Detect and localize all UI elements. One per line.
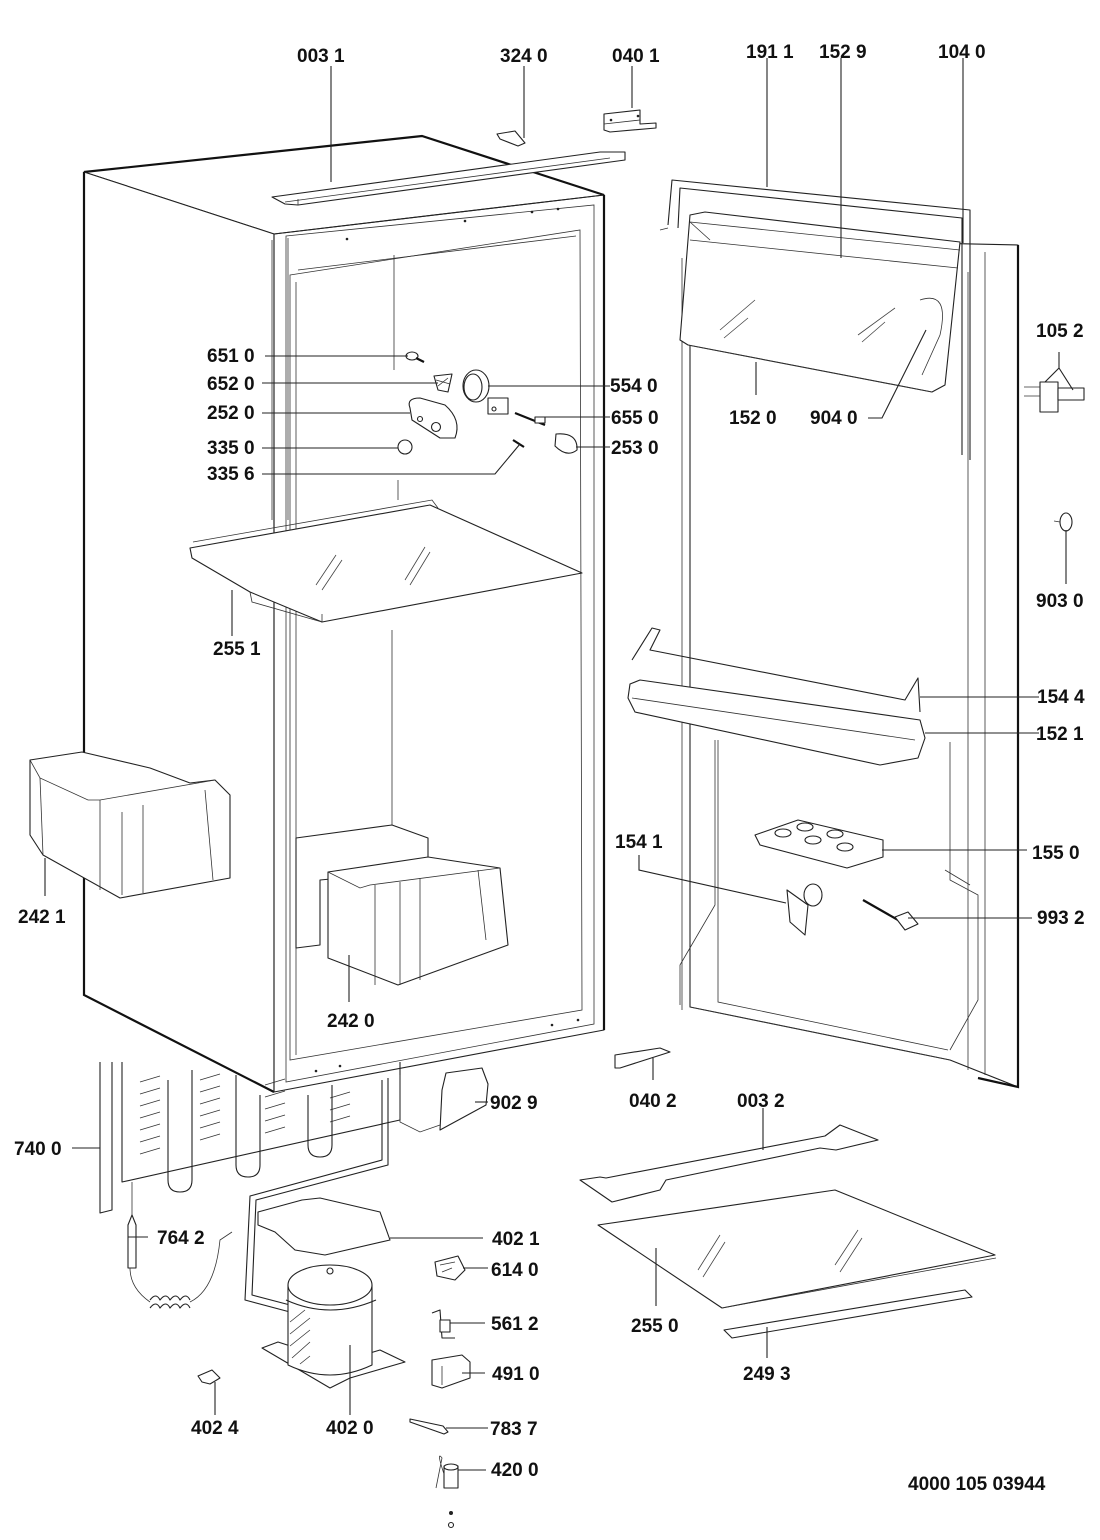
label-040-2: 040 2 <box>629 1091 677 1112</box>
part-relay <box>434 1255 466 1281</box>
label-252-0: 252 0 <box>207 403 255 424</box>
label-402-0: 402 0 <box>326 1418 374 1439</box>
part-lamp-holder <box>433 373 453 393</box>
door <box>679 235 1020 1089</box>
label-402-1: 402 1 <box>492 1229 540 1250</box>
label-783-7: 783 7 <box>490 1419 538 1440</box>
part-service-tube <box>409 1418 449 1435</box>
label-420-0: 420 0 <box>491 1460 539 1481</box>
label-554-0: 554 0 <box>610 376 658 397</box>
part-hinge <box>1024 381 1085 413</box>
part-terminal-cover <box>431 1354 471 1389</box>
label-155-0: 155 0 <box>1032 843 1080 864</box>
label-154-4: 154 4 <box>1037 687 1085 708</box>
part-egg-tray <box>754 819 884 869</box>
part-holder <box>786 883 823 936</box>
part-clip-402-4 <box>197 1369 221 1385</box>
label-402-4: 402 4 <box>191 1418 239 1439</box>
part-lamp-bulb <box>405 351 425 363</box>
label-652-0: 652 0 <box>207 374 255 395</box>
part-filter-drier <box>127 1182 233 1309</box>
label-904-0: 904 0 <box>810 408 858 429</box>
label-993-2: 993 2 <box>1037 908 1085 929</box>
part-control-housing <box>408 397 458 439</box>
label-255-0: 255 0 <box>631 1316 679 1337</box>
part-thermostat-ring <box>462 369 509 415</box>
label-655-0: 655 0 <box>611 408 659 429</box>
part-cable <box>862 899 919 931</box>
label-335-0: 335 0 <box>207 438 255 459</box>
label-902-9: 902 9 <box>490 1093 538 1114</box>
part-spring <box>512 439 525 448</box>
part-bottle-retainer <box>631 627 921 713</box>
label-903-0: 903 0 <box>1036 591 1084 612</box>
part-overload-protector <box>431 1309 455 1339</box>
label-561-2: 561 2 <box>491 1314 539 1335</box>
label-242-0: 242 0 <box>327 1011 375 1032</box>
label-242-1: 242 1 <box>18 907 66 928</box>
label-335-6: 335 6 <box>207 464 255 485</box>
label-152-0: 152 0 <box>729 408 777 429</box>
part-door-shelf <box>627 679 926 766</box>
label-152-9: 152 9 <box>819 42 867 63</box>
part-condenser <box>99 1062 401 1313</box>
part-compressor <box>261 1264 406 1389</box>
label-154-1: 154 1 <box>615 832 663 853</box>
label-255-1: 255 1 <box>213 639 261 660</box>
part-lamp-cover <box>554 433 578 454</box>
label-651-0: 651 0 <box>207 346 255 367</box>
part-top-trim <box>271 151 626 206</box>
label-105-2: 105 2 <box>1036 321 1084 342</box>
part-bottom-trim <box>579 1124 879 1203</box>
part-door-stop <box>1053 512 1073 532</box>
label-152-1: 152 1 <box>1036 724 1084 745</box>
label-324-0: 324 0 <box>500 46 548 67</box>
label-249-3: 249 3 <box>743 1364 791 1385</box>
label-253-0: 253 0 <box>611 438 659 459</box>
label-740-0: 740 0 <box>14 1139 62 1160</box>
label-104-0: 104 0 <box>938 42 986 63</box>
part-switch <box>514 411 546 427</box>
part-dairy-compartment <box>679 211 961 393</box>
part-drip-tray <box>257 1197 391 1256</box>
label-764-2: 764 2 <box>157 1228 205 1249</box>
part-door-gasket <box>659 179 971 460</box>
part-cover <box>439 1067 489 1131</box>
label-040-1: 040 1 <box>612 46 660 67</box>
part-upper-hinge-bracket <box>603 109 657 133</box>
part-shelf-trim <box>723 1289 973 1339</box>
part-clip-324 <box>496 130 526 147</box>
part-crisper-drawer-left <box>29 751 231 899</box>
part-capacitor <box>435 1455 459 1529</box>
part-crisper-drawer-right <box>295 824 509 986</box>
label-614-0: 614 0 <box>491 1260 539 1281</box>
part-glass-shelf-upper <box>189 499 583 623</box>
label-491-0: 491 0 <box>492 1364 540 1385</box>
leader-lines <box>44 58 1074 1471</box>
label-003-2: 003 2 <box>737 1091 785 1112</box>
part-labels: 003 1 324 0 040 1 191 1 152 9 104 0 651 … <box>14 42 1085 1495</box>
part-glass-shelf-lower <box>597 1189 997 1309</box>
part-thermostat-knob <box>397 439 413 455</box>
document-number: 4000 105 03944 <box>908 1474 1046 1495</box>
label-003-1: 003 1 <box>297 46 345 67</box>
machine-panel <box>399 1075 441 1133</box>
part-lower-hinge-bracket <box>614 1047 671 1069</box>
label-191-1: 191 1 <box>746 42 794 63</box>
